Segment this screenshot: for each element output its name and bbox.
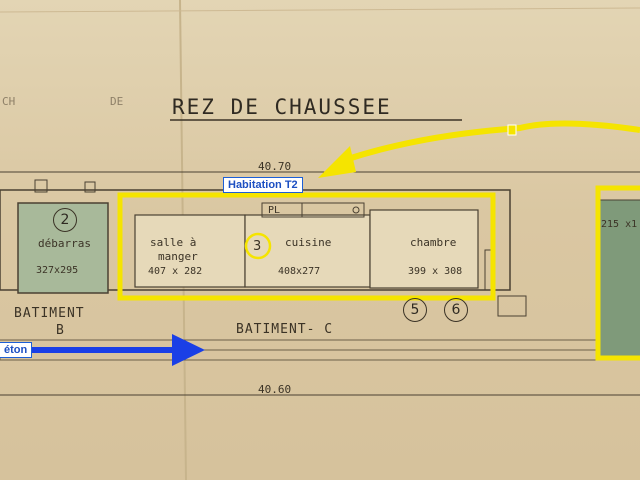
yellow-arrow-head: [318, 146, 356, 178]
room-cuisine-size: 408x277: [278, 266, 321, 277]
room-cuisine-fill: [244, 214, 371, 288]
habitation-highlight-box: [117, 192, 496, 301]
room-salle-name-2: manger: [158, 250, 198, 263]
marker-5: 5: [403, 298, 427, 322]
faint-left-text: CH: [2, 95, 16, 108]
room-number-3: 3: [253, 239, 262, 254]
bottom-dimension: 40.60: [258, 383, 292, 396]
wall-projection: [84, 181, 96, 193]
room-debarras-name: débarras: [38, 237, 91, 250]
room-chambre-size: 399 x 308: [408, 266, 463, 277]
room-chambre-fill: [369, 209, 479, 289]
room-right-size: 215 x1: [601, 219, 638, 230]
habitation-label: Habitation T2: [223, 177, 303, 193]
marker-6: 6: [444, 298, 468, 322]
cuisine-highlight-circle: [244, 232, 272, 260]
ground-line: [0, 349, 640, 361]
top-dimension: 40.70: [258, 160, 292, 173]
arrow-gap: [507, 124, 517, 136]
room-chambre-name: chambre: [410, 236, 457, 249]
room-salle-name-1: salle à: [150, 236, 197, 249]
plan-title: REZ DE CHAUSSEE: [172, 95, 392, 119]
pl-label: PL: [268, 205, 281, 216]
batiment-b-line2: B: [56, 323, 65, 338]
batiment-b-line1: BATIMENT: [14, 306, 85, 321]
closet-2: [301, 202, 365, 218]
room-salle-size: 407 x 282: [148, 266, 203, 277]
stairs: [497, 295, 527, 317]
room-number-2: 2: [53, 208, 77, 232]
room-debarras-size: 327x295: [36, 265, 79, 276]
paper-fold: [0, 7, 640, 13]
room-right-fill: [595, 199, 640, 361]
blue-arrow-head: [172, 334, 205, 366]
yellow-curved-arrow: [344, 120, 640, 163]
right-highlight-box: [595, 185, 640, 361]
faint-top-text: DE: [110, 95, 124, 108]
beton-label: éton: [0, 342, 33, 358]
wall-projection: [34, 179, 48, 193]
fixture-circle: [352, 206, 360, 214]
room-cuisine-name: cuisine: [285, 236, 332, 249]
batiment-c-label: BATIMENT- C: [236, 322, 334, 337]
